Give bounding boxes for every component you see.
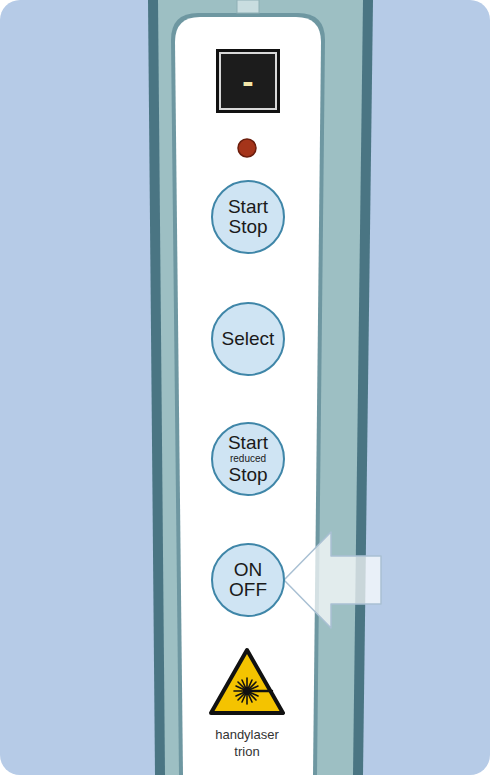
control-button: ON OFF — [211, 543, 285, 617]
control-panel — [175, 17, 321, 775]
control-button: Select — [211, 302, 285, 376]
button-circle — [212, 181, 284, 253]
control-button: Start Stop — [211, 180, 285, 254]
display-readout: - — [242, 64, 253, 98]
status-led — [238, 139, 256, 157]
button-label: ON OFF — [229, 560, 267, 600]
control-button: Start reduced Stop — [211, 422, 285, 496]
device-housing — [148, 0, 373, 775]
button-label: Start reduced Stop — [228, 433, 268, 485]
panel-border — [171, 13, 325, 775]
laser-warning-sign — [211, 650, 283, 713]
display-window: - — [216, 49, 280, 113]
cord-channel — [237, 0, 259, 13]
housing-band — [158, 0, 363, 775]
button-label: Select — [222, 329, 275, 349]
button-label: Start Stop — [228, 197, 268, 237]
button-circle — [212, 303, 284, 375]
button-circle — [212, 544, 284, 616]
brand-name: handylaser trion — [215, 727, 279, 761]
button-circle — [212, 423, 284, 495]
pointer-arrow — [284, 532, 381, 628]
